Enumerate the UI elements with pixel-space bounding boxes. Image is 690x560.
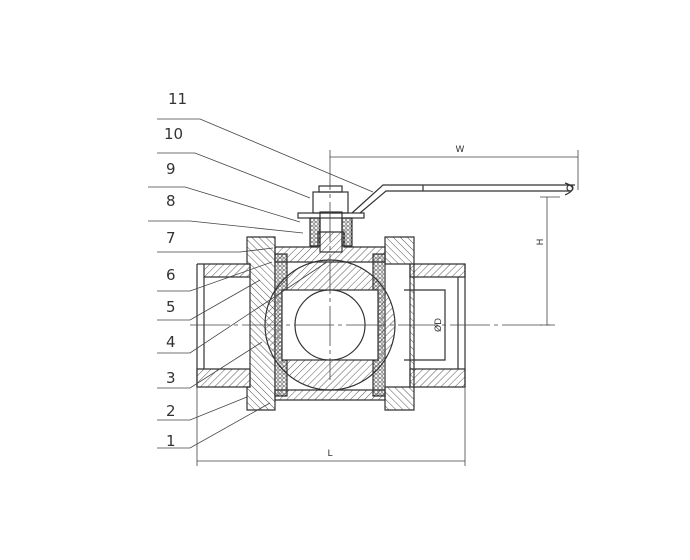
dimension-d: ØD (433, 318, 444, 332)
gland-packing (309, 217, 321, 247)
dimension-l: L (196, 387, 466, 466)
dimension-l-label: L (327, 449, 332, 459)
part-label-11: 11 (168, 90, 187, 108)
part-label-4: 4 (166, 333, 176, 351)
dimension-h-label: H (536, 239, 546, 246)
end-cap-left (196, 263, 251, 388)
nut (312, 191, 349, 214)
part-label-10: 10 (164, 125, 183, 143)
part-label-6: 6 (166, 266, 176, 284)
dimension-w-label: W (456, 145, 465, 155)
dimension-d-label: ØD (433, 318, 444, 332)
stem-top (318, 185, 343, 193)
handle (351, 182, 575, 214)
washer (297, 212, 365, 219)
leader-lines (148, 118, 374, 449)
part-label-5: 5 (166, 298, 176, 316)
part-label-9: 9 (166, 160, 176, 178)
gland-packing-right (341, 217, 353, 247)
part-label-2: 2 (166, 402, 176, 420)
part-labels: 11 10 9 8 7 6 5 4 3 2 1 (164, 90, 187, 450)
dimension-w: W (330, 145, 579, 190)
part-label-3: 3 (166, 369, 176, 387)
valve-body-bottom (274, 389, 386, 401)
part-label-1: 1 (166, 432, 176, 450)
part-label-8: 8 (166, 192, 176, 210)
dimension-h: H (536, 196, 560, 326)
part-label-7: 7 (166, 229, 176, 247)
